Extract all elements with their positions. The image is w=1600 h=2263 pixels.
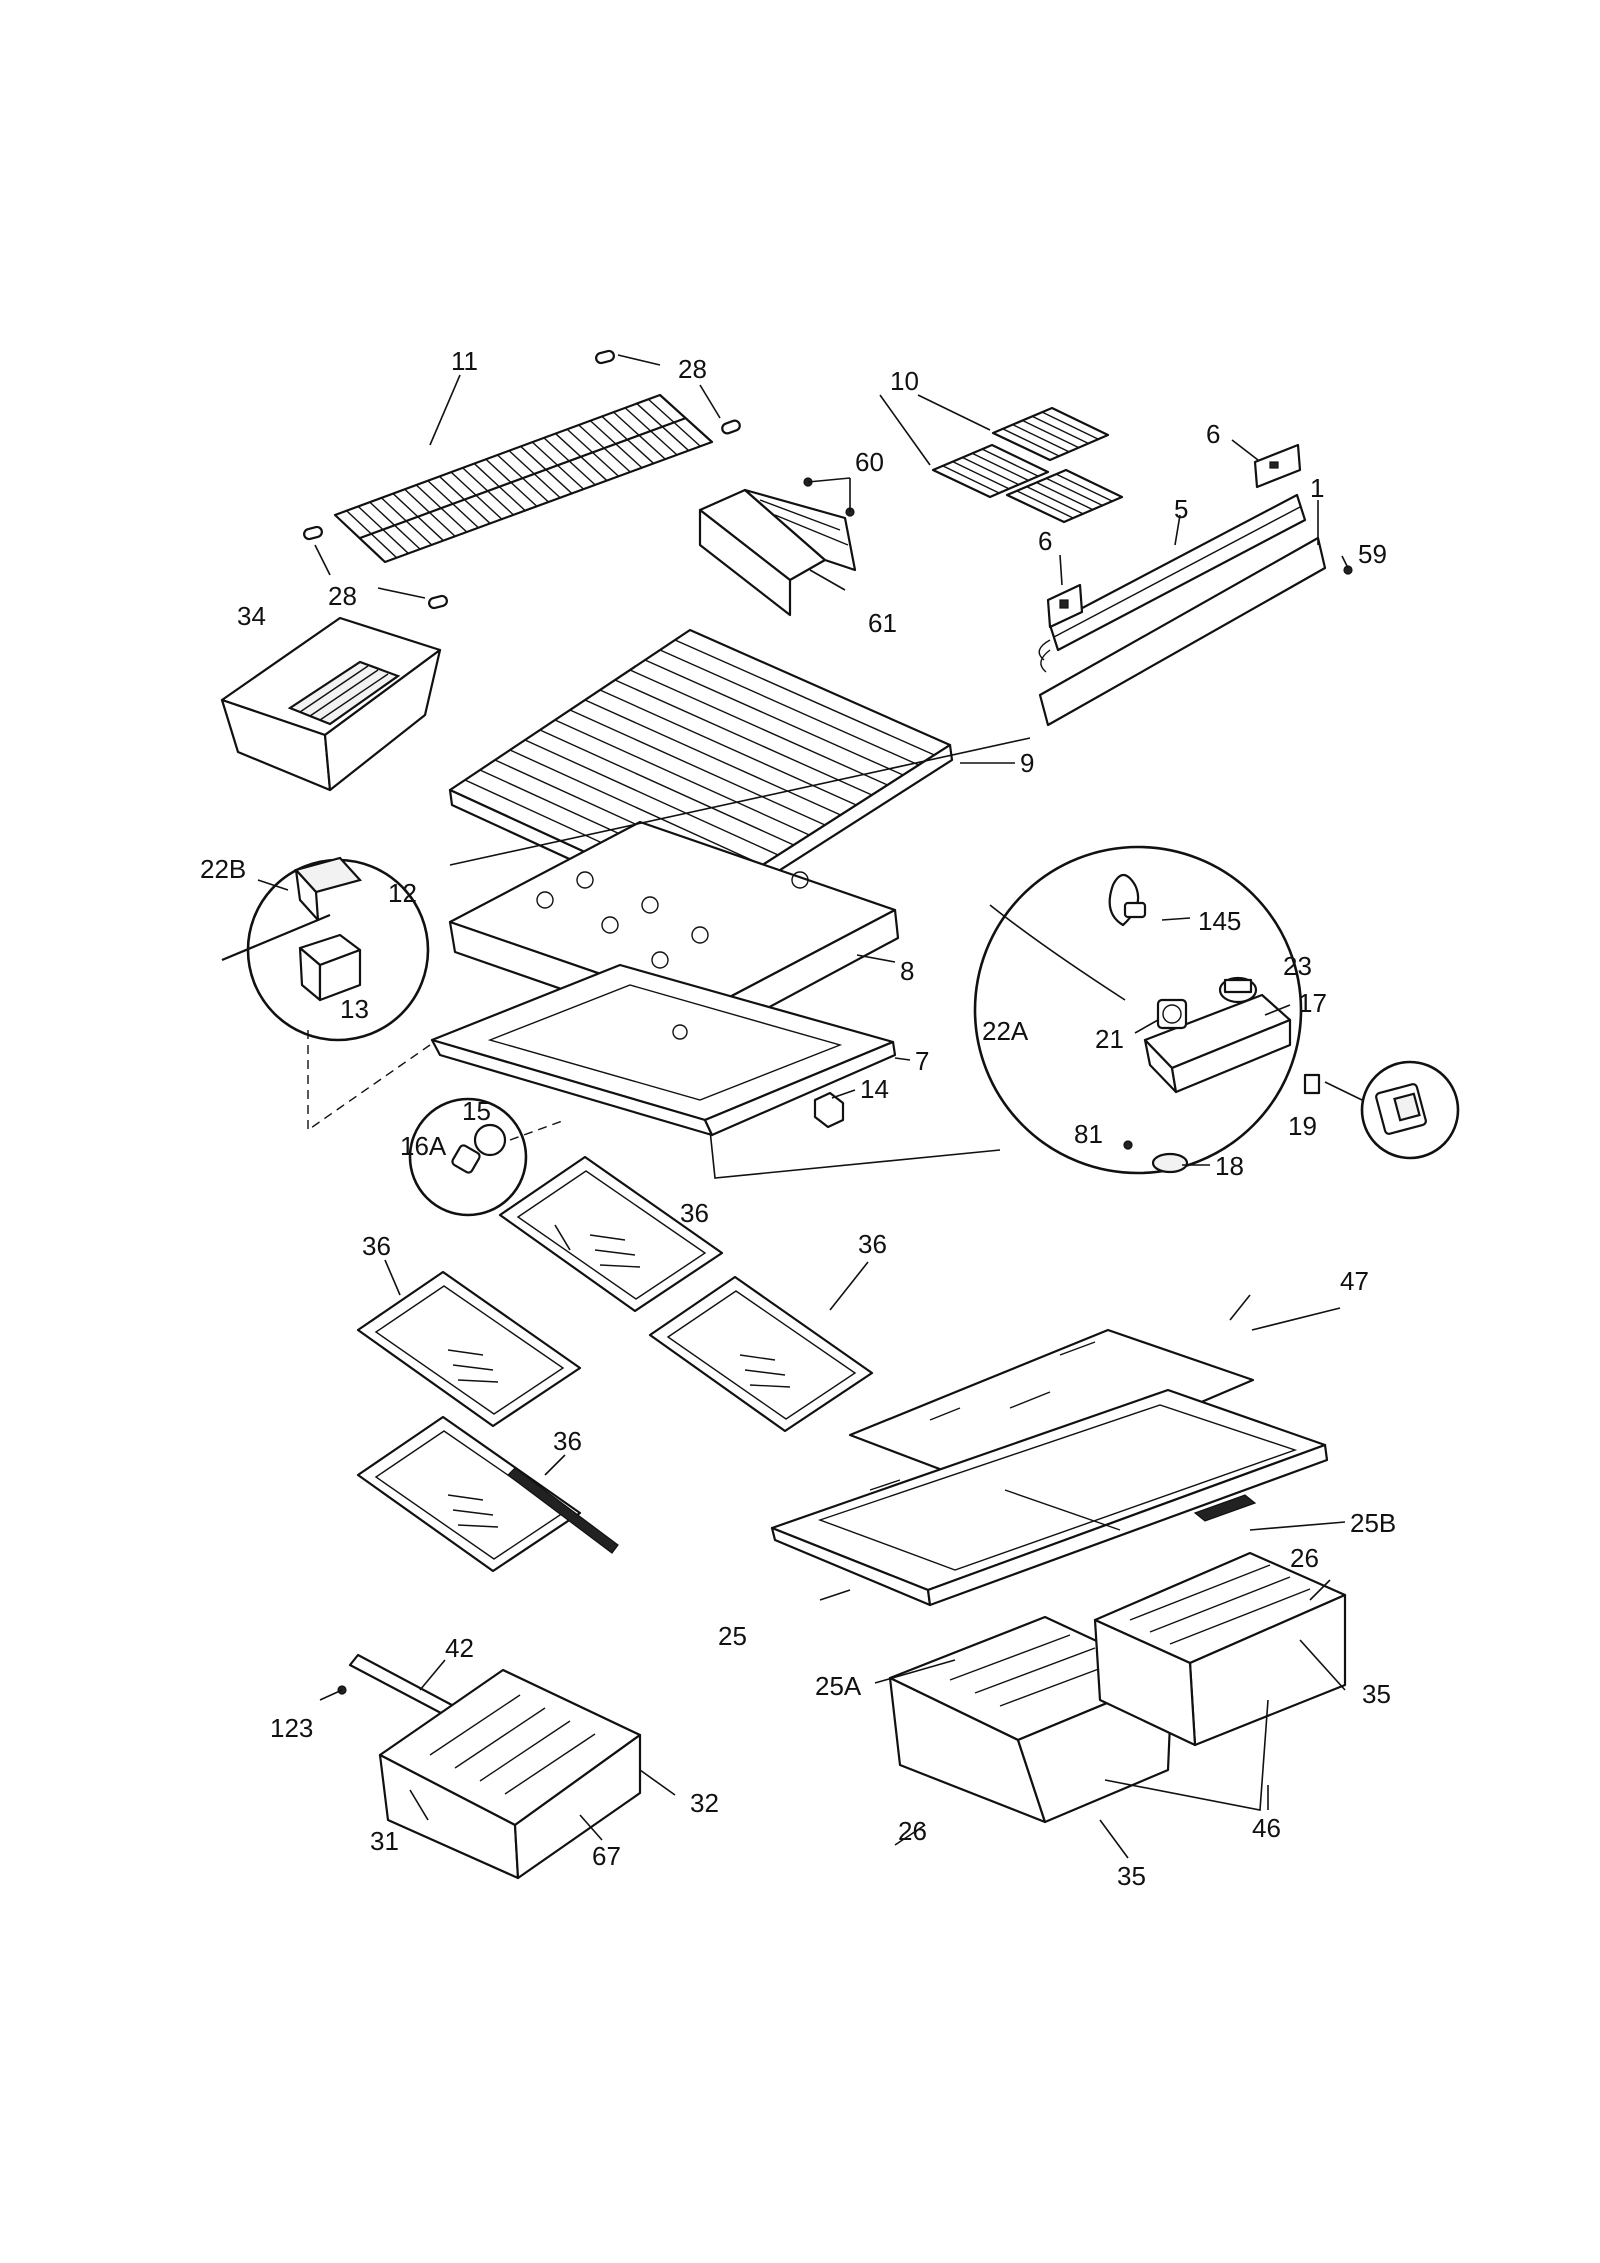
callout-17: 17 bbox=[1298, 988, 1327, 1018]
callout-67: 67 bbox=[592, 1841, 621, 1871]
callout-6-top: 6 bbox=[1206, 419, 1220, 449]
shelf-bracket-part bbox=[698, 477, 857, 617]
glass-shelf-part bbox=[356, 1270, 582, 1428]
callout-13: 13 bbox=[340, 994, 369, 1024]
callout-11: 11 bbox=[451, 346, 478, 376]
ice-trays-part bbox=[931, 406, 1124, 524]
callout-labels: 11 28 28 10 6 60 5 1 6 59 61 34 9 22B 12… bbox=[200, 346, 1396, 1891]
callout-36-left: 36 bbox=[362, 1231, 391, 1261]
meat-drawer-part bbox=[378, 1668, 642, 1880]
callout-26-right: 26 bbox=[1290, 1543, 1319, 1573]
callout-5: 5 bbox=[1174, 494, 1188, 524]
wire-shelf-part bbox=[333, 393, 714, 564]
callout-21: 21 bbox=[1095, 1024, 1124, 1054]
glass-shelf-part bbox=[648, 1275, 874, 1433]
trim-strips-part bbox=[1038, 493, 1327, 727]
callout-34: 34 bbox=[237, 601, 266, 631]
callout-23: 23 bbox=[1283, 951, 1312, 981]
callout-18: 18 bbox=[1215, 1151, 1244, 1181]
callout-16A: 16A bbox=[400, 1131, 447, 1161]
switch-part bbox=[813, 1091, 845, 1129]
callout-61: 61 bbox=[868, 608, 897, 638]
callout-7: 7 bbox=[915, 1046, 929, 1076]
callout-28-bottom: 28 bbox=[328, 581, 357, 611]
glass-shelf-part bbox=[498, 1155, 724, 1313]
callout-36-top: 36 bbox=[680, 1198, 709, 1228]
callout-1: 1 bbox=[1310, 473, 1324, 503]
callout-9: 9 bbox=[1020, 748, 1034, 778]
callout-81: 81 bbox=[1074, 1119, 1103, 1149]
callout-32: 32 bbox=[690, 1788, 719, 1818]
callout-42: 42 bbox=[445, 1633, 474, 1663]
divider-strip-part bbox=[507, 1467, 619, 1554]
callout-59: 59 bbox=[1358, 539, 1387, 569]
callout-36-lower: 36 bbox=[553, 1426, 582, 1456]
callout-35-left: 35 bbox=[1117, 1861, 1146, 1891]
callout-22A: 22A bbox=[982, 1016, 1029, 1046]
callout-6-mid: 6 bbox=[1038, 526, 1052, 556]
callout-10: 10 bbox=[890, 366, 919, 396]
shelf-end-caps bbox=[303, 349, 741, 610]
callout-14: 14 bbox=[860, 1074, 889, 1104]
right-detail-circle bbox=[973, 845, 1321, 1175]
glass-shelves-group bbox=[356, 1155, 874, 1573]
callout-36-right: 36 bbox=[858, 1229, 887, 1259]
callout-8: 8 bbox=[900, 956, 914, 986]
leader-lines bbox=[257, 354, 1363, 1859]
right-crisper-drawer-part bbox=[1093, 1551, 1347, 1747]
callout-35-right: 35 bbox=[1362, 1679, 1391, 1709]
left-detail-circle bbox=[221, 856, 430, 1042]
callout-145: 145 bbox=[1198, 906, 1241, 936]
callout-22B: 22B bbox=[200, 854, 246, 884]
callout-25: 25 bbox=[718, 1621, 747, 1651]
callout-31: 31 bbox=[370, 1826, 399, 1856]
rocker-switch-circle bbox=[1360, 1060, 1460, 1160]
callout-25B: 25B bbox=[1350, 1508, 1396, 1538]
callout-123: 123 bbox=[270, 1713, 313, 1743]
mounting-brackets-part bbox=[1046, 443, 1353, 629]
callout-15: 15 bbox=[462, 1096, 491, 1126]
bottom-panel-part bbox=[430, 963, 897, 1137]
bulb-socket-circle bbox=[408, 1097, 528, 1217]
callout-47: 47 bbox=[1340, 1266, 1369, 1296]
callout-60: 60 bbox=[855, 447, 884, 477]
storage-bin-part bbox=[220, 616, 442, 792]
callout-28-top: 28 bbox=[678, 354, 707, 384]
callout-19: 19 bbox=[1288, 1111, 1317, 1141]
callout-26-left: 26 bbox=[898, 1816, 927, 1846]
callout-46: 46 bbox=[1252, 1813, 1281, 1843]
connector-lines bbox=[307, 1030, 1001, 1179]
callout-25A: 25A bbox=[815, 1671, 862, 1701]
callout-12: 12 bbox=[388, 878, 417, 908]
crisper-cover-frame-part bbox=[770, 1388, 1329, 1607]
